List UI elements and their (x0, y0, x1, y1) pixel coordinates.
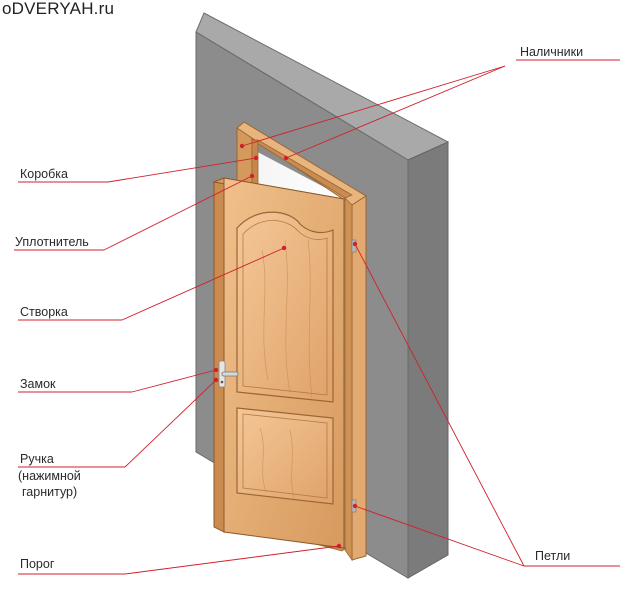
handle-lever (221, 371, 239, 377)
label-petli: Петли (535, 549, 571, 563)
label-stvorka: Створка (20, 305, 68, 319)
door-leaf (212, 177, 346, 549)
wood-grain (259, 239, 313, 499)
label-ruchka: Ручка (20, 452, 54, 466)
label-nalichniki: Наличники (520, 45, 584, 59)
upper-panel (236, 211, 334, 403)
upper-panel-inner (242, 220, 328, 396)
label-ruchka-line2: (нажимной (18, 469, 81, 483)
door-leaf-edge (213, 177, 225, 533)
keyhole (220, 380, 224, 384)
site-watermark: oDVERYAH.ru (2, 0, 115, 18)
right-jamb (344, 197, 353, 562)
label-korobka: Коробка (20, 167, 68, 181)
wall-side-face (407, 141, 449, 579)
lock-and-handle (218, 360, 239, 388)
label-porog: Порог (20, 557, 55, 571)
label-zamok: Замок (20, 377, 56, 391)
lower-panel-inner (242, 413, 328, 499)
leader-dots (213, 143, 358, 549)
leader-lines (14, 59, 620, 575)
label-uplotnitel: Уплотнитель (15, 235, 89, 249)
label-ruchka-line3: гарнитур) (22, 485, 78, 499)
